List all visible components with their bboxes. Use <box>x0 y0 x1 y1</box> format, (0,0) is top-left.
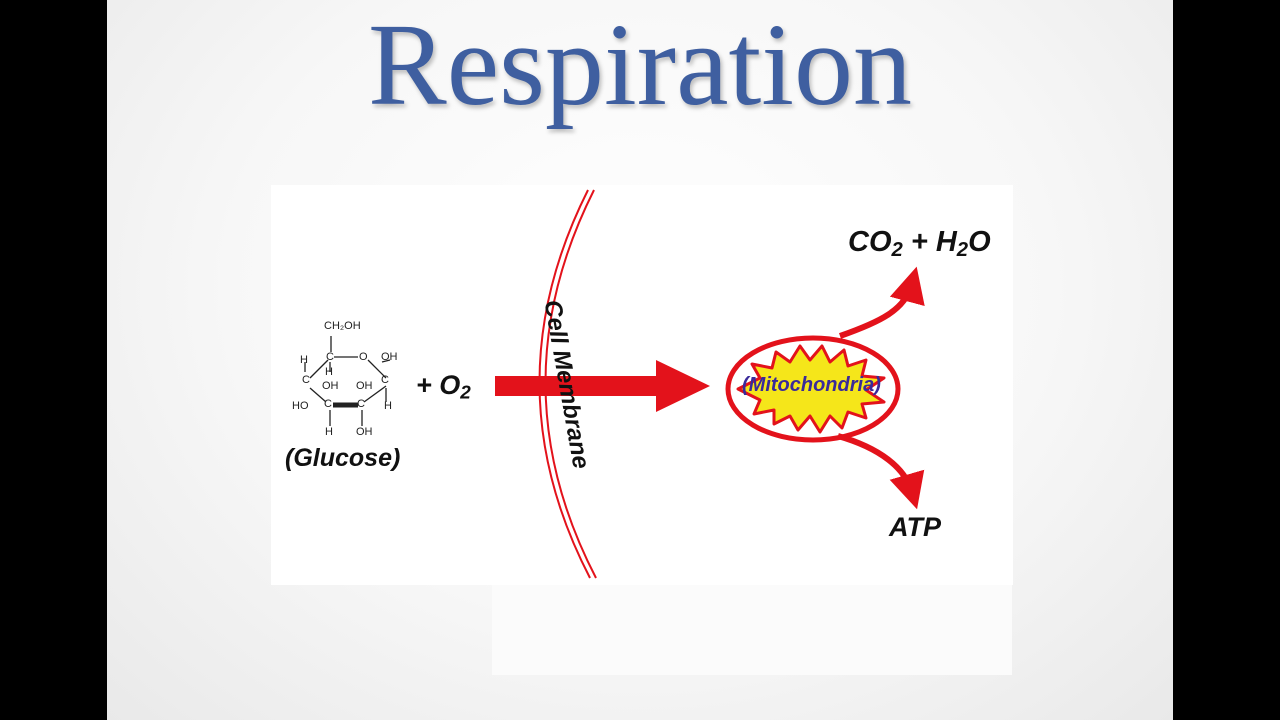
glucose-h-3: H <box>384 400 392 412</box>
main-arrow-head <box>656 360 710 412</box>
glucose-c2: C <box>302 374 310 386</box>
glucose-c3: C <box>381 374 389 386</box>
glucose-h-4: H <box>325 426 333 438</box>
co2-arrow <box>839 266 925 339</box>
glucose-c5: C <box>357 398 365 410</box>
main-arrow-shaft <box>495 376 660 396</box>
glucose-oh-1: OH <box>381 351 398 363</box>
mitochondria-cristae <box>736 344 886 434</box>
faded-background-panel <box>492 585 1012 675</box>
glucose-oh-3: OH <box>356 380 373 392</box>
glucose-ho: HO <box>292 400 309 412</box>
mitochondria-label: (Mitochondria) <box>742 374 881 396</box>
oxygen-label: + O2 <box>416 370 471 404</box>
glucose-c4: C <box>324 398 332 410</box>
glucose-oh-4: OH <box>356 426 373 438</box>
slide-title: Respiration <box>367 0 913 130</box>
glucose-ring <box>304 336 391 426</box>
glucose-h-2: H <box>325 366 333 378</box>
glucose-c1: C <box>326 351 334 363</box>
products-label: CO2 + H2O <box>848 226 991 262</box>
glucose-ch2oh: CH₂OH <box>324 320 361 332</box>
glucose-ring-o: O <box>359 351 368 363</box>
glucose-oh-2: OH <box>322 380 339 392</box>
atp-label: ATP <box>889 512 941 542</box>
glucose-label: (Glucose) <box>285 444 401 472</box>
atp-arrow <box>837 433 925 510</box>
glucose-h-1: H <box>300 354 308 366</box>
